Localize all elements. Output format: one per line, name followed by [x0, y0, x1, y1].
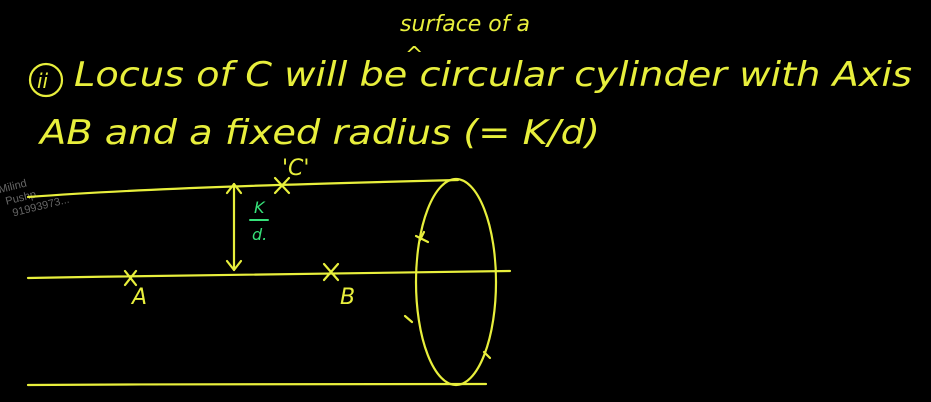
- radius-arrow-bottom: [225, 259, 243, 272]
- label-a: A: [130, 285, 147, 310]
- ellipse-tick-2: [403, 314, 414, 324]
- fraction-numerator: K: [254, 198, 266, 217]
- cylinder-top-edge: [26, 178, 460, 199]
- fraction-denominator: d.: [252, 225, 267, 244]
- note-line-2: AB and a fixed radius (= K/d): [38, 113, 600, 153]
- insert-caret: ^: [405, 43, 423, 68]
- label-c: 'C': [282, 156, 309, 181]
- cylinder-end-ellipse: [414, 177, 498, 387]
- list-marker-circle: [28, 62, 64, 98]
- insert-text: surface of a: [400, 12, 530, 37]
- ellipse-tick-3: [482, 350, 492, 360]
- cylinder-diagram: A B 'C': [26, 156, 512, 387]
- point-c-marker: [273, 176, 291, 195]
- point-b-marker: [322, 262, 340, 282]
- radius-arrow-top: [225, 182, 243, 195]
- radius-fraction: K d.: [249, 198, 269, 244]
- list-marker: ii: [37, 69, 49, 93]
- label-b: B: [340, 285, 355, 310]
- note-line-1: Locus of C will be circular cylinder wit…: [74, 55, 912, 95]
- cylinder-bottom-edge: [26, 382, 488, 387]
- point-a-marker: [123, 269, 138, 287]
- handwritten-notes: surface of a ^ ii Locus of C will be cir…: [28, 12, 912, 153]
- axis-line-ab: [26, 269, 512, 280]
- ellipse-tick-1: [414, 230, 430, 244]
